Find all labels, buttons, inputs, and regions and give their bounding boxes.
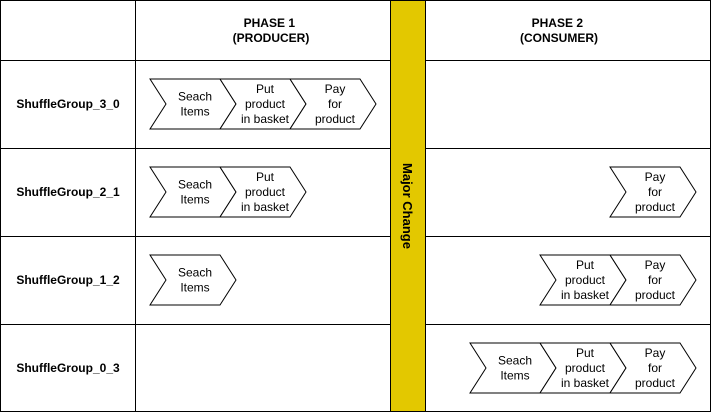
row1-phase1-step-search-label-line: Items	[180, 193, 209, 207]
row0-phase1-step-pay-label-line: for	[328, 97, 342, 111]
row1-phase2-step-pay-label-line: product	[635, 200, 676, 214]
row-label-3: ShuffleGroup_0_3	[16, 361, 120, 375]
phase1-header-line1: PHASE 1	[244, 16, 296, 30]
row1-phase1-step-put-label-line: Put	[256, 170, 275, 184]
row3-phase2-step-pay-shape	[609, 342, 697, 394]
row1-phase1-step-search-label-line: Seach	[178, 178, 212, 192]
row3-phase2-step-search-label-line: Seach	[498, 354, 532, 368]
row1-phase2-step-pay-label-line: Pay	[645, 170, 666, 184]
row0-phase1-step-put-label-line: in basket	[241, 112, 290, 126]
row-label-2: ShuffleGroup_1_2	[16, 273, 120, 287]
major-change-bar	[390, 0, 426, 412]
row3-phase2-step-put-label-line: Put	[576, 346, 595, 360]
row3-phase2-step-search-label-line: Items	[500, 369, 529, 383]
row3-phase2-step-put-label-line: in basket	[561, 376, 610, 390]
row3-phase2-step-pay-label-line: product	[635, 376, 676, 390]
phase2-header-line2: (CONSUMER)	[520, 31, 598, 45]
row2-phase2-step-put-label-line: Put	[576, 258, 595, 272]
row0-phase1-step-search-label-line: Seach	[178, 90, 212, 104]
row0-phase1-step-put-label-line: Put	[256, 82, 275, 96]
row1-phase1-step-put-label-line: product	[245, 185, 286, 199]
row2-phase2-step-pay-label-line: Pay	[645, 258, 666, 272]
row-label-0: ShuffleGroup_3_0	[16, 97, 120, 111]
row0-phase1-step-search-label-line: Items	[180, 105, 209, 119]
row0-phase1-step-pay-label-line: Pay	[325, 82, 346, 96]
row2-phase1-step-search-label-line: Items	[180, 281, 209, 295]
row2-phase2-step-put-label-line: product	[565, 273, 606, 287]
major-change-label: Major Change	[400, 163, 415, 249]
row2-phase2-step-pay-label-line: product	[635, 288, 676, 302]
row1-phase2-step-pay-shape	[609, 166, 697, 218]
row3-phase2-step-pay-label-line: Pay	[645, 346, 666, 360]
row-label-1: ShuffleGroup_2_1	[16, 185, 120, 199]
row1-phase1-step-put-shape	[219, 166, 307, 218]
row2-phase2-step-pay-shape	[609, 254, 697, 306]
phase1-header-line2: (PRODUCER)	[233, 31, 310, 45]
phase1-header: PHASE 1 (PRODUCER)	[233, 16, 310, 45]
row2-phase2-step-pay-label-line: for	[648, 273, 662, 287]
phase2-header-line1: PHASE 2	[532, 16, 584, 30]
row0-phase1-step-pay-shape	[289, 78, 377, 130]
row0-phase1-step-put-label-line: product	[245, 97, 286, 111]
row2-phase1-step-search-label-line: Seach	[178, 266, 212, 280]
row2-phase2-step-put-label-line: in basket	[561, 288, 610, 302]
row3-phase2-step-pay-label-line: for	[648, 361, 662, 375]
phase2-header: PHASE 2 (CONSUMER)	[520, 16, 598, 45]
row3-phase2-step-put-label-line: product	[565, 361, 606, 375]
row2-phase1-step-search-shape	[149, 254, 237, 306]
row0-phase1-step-pay-label-line: product	[315, 112, 356, 126]
row1-phase2-step-pay-label-line: for	[648, 185, 662, 199]
row1-phase1-step-put-label-line: in basket	[241, 200, 290, 214]
